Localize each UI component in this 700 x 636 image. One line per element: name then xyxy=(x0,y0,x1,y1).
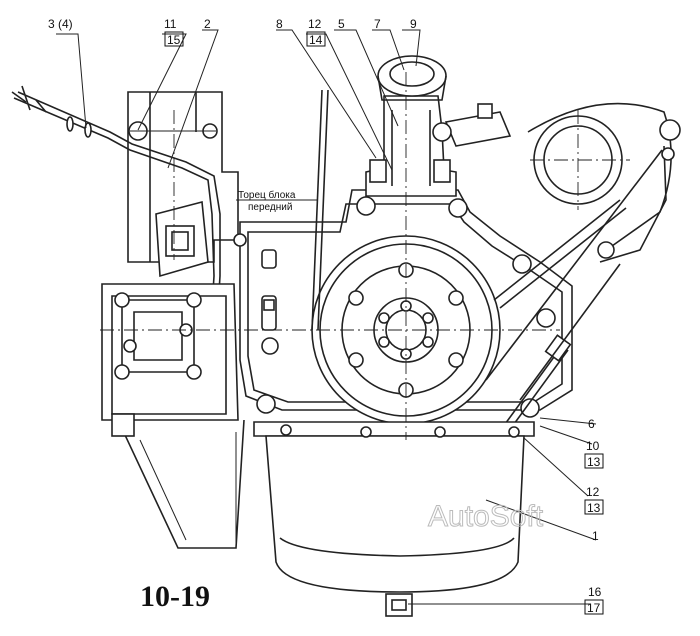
callout-16: 16 xyxy=(588,585,602,599)
callout-12-bottom: 12 xyxy=(586,485,600,499)
callout-17-box xyxy=(584,599,604,615)
temperature-sensor xyxy=(432,103,512,147)
callout-5: 5 xyxy=(338,17,345,31)
callout-6: 6 xyxy=(588,417,595,431)
callout-13a: 13 xyxy=(587,455,601,469)
callout-14: 14 xyxy=(309,33,323,47)
callout-3-4: 3 (4) xyxy=(48,17,73,31)
callout-13b: 13 xyxy=(587,501,601,515)
callout-15: 15 xyxy=(167,33,181,47)
front-mount-bracket xyxy=(101,283,245,549)
figure-number: 10-19 xyxy=(140,580,210,613)
callout-15-box xyxy=(164,31,184,47)
callout-17: 17 xyxy=(587,601,601,615)
callout-9: 9 xyxy=(410,17,417,31)
oil-sump xyxy=(253,421,535,617)
callout-14-box xyxy=(306,31,326,47)
generator-pulley xyxy=(527,102,681,263)
callout-13b-box xyxy=(584,499,604,515)
block-face-label-line1: Торец блока xyxy=(238,189,296,201)
callout-7: 7 xyxy=(374,17,381,31)
watermark: AutoSoft xyxy=(428,500,544,533)
callout-2: 2 xyxy=(204,17,211,31)
drive-belt xyxy=(311,89,663,381)
callout-13a-box xyxy=(584,453,604,469)
block-face-label-line2: передний xyxy=(248,202,292,213)
callout-11: 11 xyxy=(164,17,177,31)
centerlines xyxy=(100,72,630,440)
water-outlet-housing xyxy=(365,55,457,197)
callout-1: 1 xyxy=(592,529,599,543)
callout-8: 8 xyxy=(276,17,283,31)
callout-10: 10 xyxy=(586,439,600,453)
dipstick-left xyxy=(11,85,221,353)
callout-leaders xyxy=(56,29,597,605)
left-bracket-assembly xyxy=(127,91,239,278)
callout-12-top: 12 xyxy=(308,17,322,31)
